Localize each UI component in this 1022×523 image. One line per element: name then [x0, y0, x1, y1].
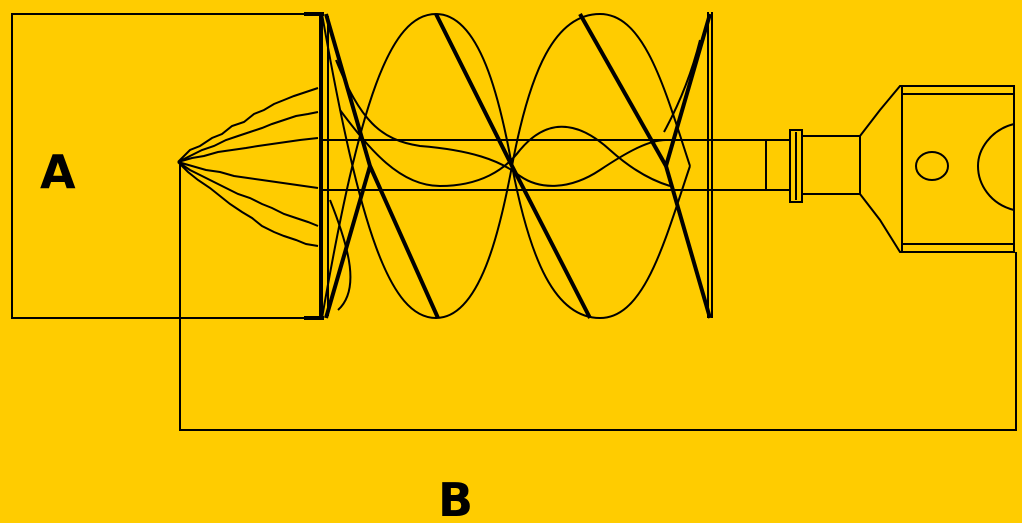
helical-flight [321, 12, 713, 320]
mount-hole [915, 151, 949, 181]
mount-slot [976, 123, 1015, 211]
shaft [320, 139, 766, 191]
connection-path-b [179, 162, 1017, 431]
label-b: B [438, 473, 473, 523]
drive-head [859, 85, 1015, 253]
coupling-collar [765, 129, 861, 203]
label-a: A [40, 145, 76, 199]
box-a [11, 13, 321, 319]
jagged-cone [177, 87, 319, 247]
